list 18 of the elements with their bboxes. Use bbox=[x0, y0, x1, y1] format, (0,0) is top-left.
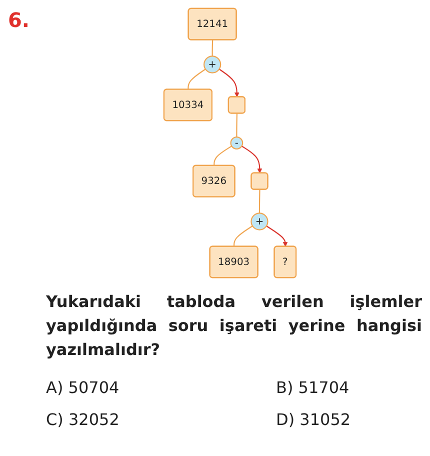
connector bbox=[233, 226, 253, 247]
question-text: Yukarıdaki tabloda verilen işlemler yapıldığında soru işareti yerine hangisi yazılmalıdır? bbox=[46, 291, 422, 361]
answer-option: B) 51704 bbox=[276, 378, 350, 397]
answer-option: A) 50704 bbox=[46, 378, 120, 397]
connector bbox=[214, 146, 232, 166]
connector bbox=[258, 190, 260, 214]
answer-option: D) 31052 bbox=[276, 410, 351, 429]
question-number: 6. bbox=[8, 8, 30, 32]
node-circle: + bbox=[250, 212, 268, 230]
node-circle: - bbox=[230, 136, 244, 150]
answer-option: C) 32052 bbox=[46, 410, 120, 429]
node-circle: + bbox=[204, 56, 222, 74]
connector bbox=[212, 40, 214, 56]
arrow bbox=[218, 68, 240, 98]
arrow bbox=[241, 146, 262, 174]
arrow bbox=[266, 226, 288, 247]
connector bbox=[188, 68, 206, 90]
connector bbox=[236, 113, 238, 138]
